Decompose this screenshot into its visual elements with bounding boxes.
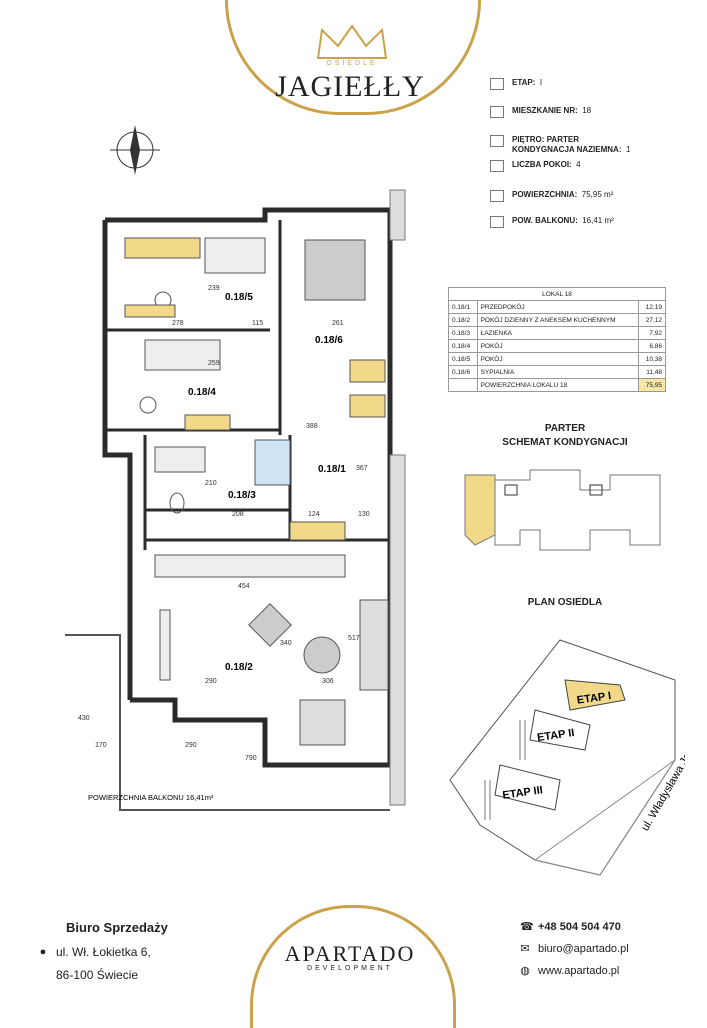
info-powierzchnia: POWIERZCHNIA: 75,95 m²	[490, 190, 613, 202]
info-pokoje: LICZBA POKOI: 4	[490, 160, 581, 172]
dim-306: 306	[322, 678, 334, 685]
stairs-icon	[490, 135, 504, 147]
dim-430: 430	[78, 715, 90, 722]
phone-link[interactable]: +48 504 504 470	[538, 920, 621, 933]
door-icon	[490, 160, 504, 172]
company-subtitle: DEVELOPMENT	[307, 965, 393, 972]
dim-259: 259	[208, 360, 220, 367]
site-plan-drawing: ETAP I ETAP II ETAP III ul. Władysława J…	[449, 639, 685, 876]
floor-schema-drawing	[464, 469, 661, 551]
location-pin-icon: ●	[39, 946, 47, 958]
dim-388: 388	[306, 423, 318, 430]
brand-title: JAGIEŁŁY	[275, 70, 425, 103]
room-label-0-18-1: 0.18/1	[318, 464, 346, 475]
balcony-area-label: POWIERZCHNIA BALKONU 16,41m²	[88, 793, 214, 802]
site-plan-title: PLAN OSIEDLA	[527, 597, 603, 608]
room-label-0-18-2: 0.18/2	[225, 662, 253, 673]
company-name: APARTADO	[284, 941, 416, 966]
room-label-0-18-4: 0.18/4	[188, 387, 216, 398]
crown-icon	[316, 24, 388, 59]
schema-title-1: PARTER	[544, 423, 586, 434]
dim-130: 130	[358, 511, 370, 518]
balcony-icon	[490, 216, 504, 228]
website-link[interactable]: www.apartado.pl	[538, 964, 620, 977]
compass-icon	[110, 125, 160, 175]
brand-subtitle: OSIEDLE	[326, 60, 378, 67]
floor-plan: 0.18/5 0.18/6 0.18/4 0.18/1 0.18/3 0.18/…	[65, 125, 406, 811]
dim-115: 115	[252, 320, 263, 327]
dim-290-balcony: 290	[185, 742, 197, 749]
globe-icon: ◍	[520, 965, 530, 977]
dim-124: 124	[308, 511, 320, 518]
dim-261: 261	[332, 320, 344, 327]
dim-517: 517	[348, 635, 360, 642]
dim-290: 290	[205, 678, 217, 685]
area-icon	[490, 190, 504, 202]
dim-340: 340	[280, 640, 292, 647]
etap-2-label: ETAP II	[536, 727, 575, 744]
dim-278: 278	[172, 320, 184, 327]
address-line-1: ul. Wł. Łokietka 6,	[56, 945, 151, 959]
contact-info: ☎ +48 504 504 470 ✉ biuro@apartado.pl ◍ www…	[520, 920, 629, 986]
building-icon	[490, 78, 504, 90]
email-link[interactable]: biuro@apartado.pl	[538, 942, 629, 955]
email-icon: ✉	[520, 943, 530, 955]
info-mieszkanie: MIESZKANIE NR: 18	[490, 106, 591, 118]
table-title: LOKAL 18	[448, 287, 666, 301]
info-pietro: PIĘTRO: PARTER KONDYGNACJA NAZIEMNA: 1	[490, 135, 630, 155]
phone-icon: ☎	[520, 921, 534, 933]
etap-1-label: ETAP I	[576, 690, 612, 707]
room-label-0-18-5: 0.18/5	[225, 292, 253, 303]
address-line-2: 86-100 Świecie	[56, 968, 139, 982]
dim-210: 210	[205, 480, 217, 487]
dim-239: 239	[208, 285, 220, 292]
dim-454: 454	[238, 583, 250, 590]
room-label-0-18-3: 0.18/3	[228, 490, 256, 501]
info-etap: ETAP: I	[490, 78, 542, 90]
etap-3-label: ETAP III	[502, 784, 544, 802]
dim-790: 790	[245, 755, 257, 762]
info-balkon: POW. BALKONU: 16,41 m²	[490, 216, 614, 228]
apartment-icon	[490, 106, 504, 118]
room-label-0-18-6: 0.18/6	[315, 335, 343, 346]
office-title: Biuro Sprzedaży	[66, 920, 168, 935]
schema-title-2: SCHEMAT KONDYGNACJI	[502, 437, 628, 448]
dim-170: 170	[95, 742, 107, 749]
sales-office: Biuro Sprzedaży ● ul. Wł. Łokietka 6, 86-…	[38, 920, 168, 991]
dim-208: 208	[232, 511, 244, 518]
dim-367: 367	[356, 465, 368, 472]
